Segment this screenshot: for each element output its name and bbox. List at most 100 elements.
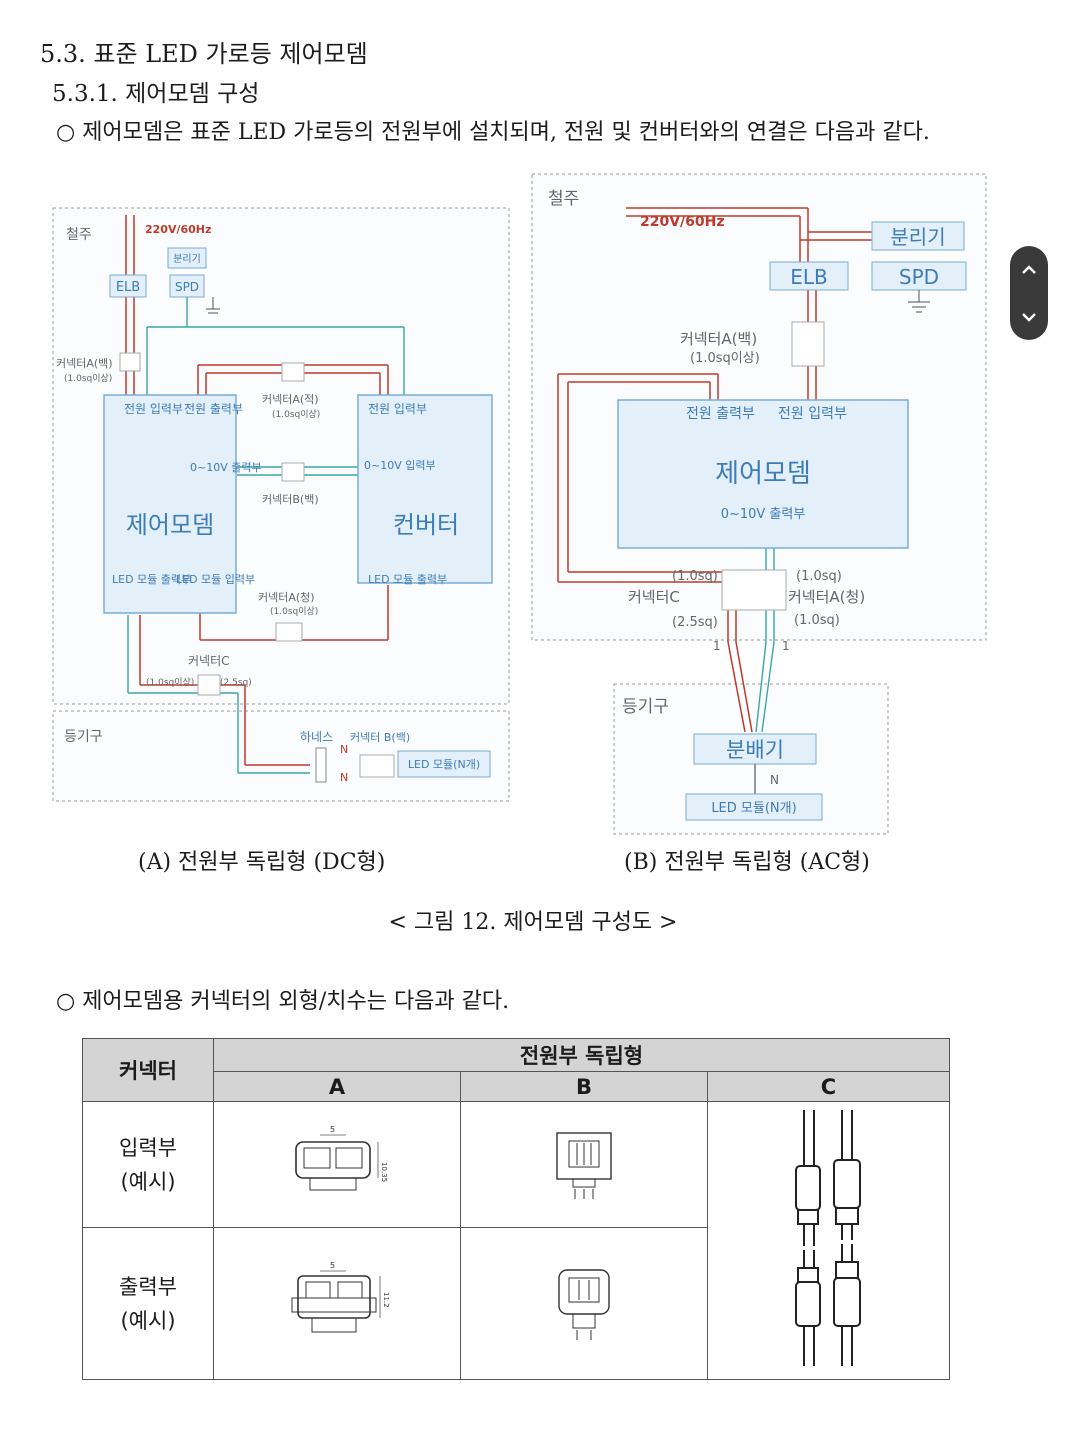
modem-0-10v-out: 0~10V 출력부 [721, 507, 806, 522]
row-sub: (예시) [120, 1308, 176, 1333]
harness-conn-label: 커넥터 B(백) [350, 731, 410, 744]
conv-title: 컨버터 [393, 511, 459, 539]
modem-led-out: LED 모듈 출력부 [112, 573, 191, 586]
elb-label: ELB [116, 280, 140, 295]
modem-power-in: 전원 입력부 [778, 406, 847, 422]
figure-caption: < 그림 12. 제어모뎀 구성도 > [388, 910, 678, 935]
row-label-output: 출력부 (예시) [82, 1227, 214, 1380]
mark-1-left: 1 [713, 639, 721, 653]
conn-a-white-spec: (1.0sq이상) [64, 373, 112, 384]
separator-label: 분리기 [173, 253, 201, 265]
col-header-connector: 커넥터 [82, 1038, 214, 1102]
spd-box [871, 261, 967, 291]
diagram-b: 철주 220V/60Hz ELB 분리기 SPD 커넥터A(백) (1.0sq이… [531, 173, 987, 835]
scroll-up-button[interactable] [1010, 246, 1048, 293]
conn-a-blue-label: 커넥터A(청) [788, 588, 865, 606]
conn-a-blue-label: 커넥터A(청) [258, 591, 315, 604]
modem-box [103, 394, 237, 614]
modem-box [617, 399, 909, 549]
modem-power-out: 전원 출력부 [686, 406, 755, 422]
distributor-box [693, 733, 817, 765]
row-label-input: 입력부 (예시) [82, 1101, 214, 1228]
connector-paragraph: ○ 제어모뎀용 커넥터의 외형/치수는 다음과 같다. [56, 989, 510, 1014]
col-header-a: A [213, 1071, 461, 1102]
conn-a-white-label: 커넥터A(백) [56, 357, 113, 370]
dim-height: 10.35 [380, 1162, 388, 1182]
modem-title: 제어모뎀 [715, 459, 811, 489]
connector-table: 커넥터 전원부 독립형 A B C 입력부 (예시) 5 10.35 [82, 1038, 950, 1380]
n-mark-bottom: N [340, 771, 348, 784]
conn-a-blue-spec2: (1.0sq) [794, 613, 840, 628]
group-header: 전원부 독립형 [213, 1038, 950, 1072]
led-module-box [397, 750, 491, 778]
col-header-c: C [707, 1071, 950, 1102]
conv-0-10v-in: 0~10V 입력부 [364, 459, 436, 472]
scroll-down-button[interactable] [1010, 293, 1048, 340]
conn-a-blue-spec: (1.0sq이상) [270, 606, 318, 617]
led-module-box [685, 793, 823, 821]
led-module-label: LED 모듈(N개) [408, 758, 480, 771]
modem-power-out: 전원 출력부 [184, 402, 243, 416]
connector-b-output-drawing [558, 1269, 610, 1340]
cell-c [707, 1101, 950, 1380]
dim-height: 11.2 [382, 1292, 390, 1308]
lamp-label: 등기구 [622, 697, 669, 717]
modem-power-in: 전원 입력부 [124, 402, 183, 416]
lamp-label: 등기구 [64, 729, 103, 745]
conn-c-spec2: (2.5sq) [672, 615, 718, 630]
conv-led-out: LED 모듈 출력부 [368, 573, 447, 586]
dim-width: 5 [330, 1261, 335, 1270]
modem-title: 제어모뎀 [126, 511, 214, 539]
led-module-label: LED 모듈(N개) [711, 801, 796, 816]
separator-box [167, 247, 207, 269]
mark-1-right: 1 [782, 639, 790, 653]
separator-label: 분리기 [890, 225, 945, 249]
connector-a-output-drawing: 5 11.2 [291, 1261, 390, 1333]
spd-box [169, 274, 205, 298]
conn-c-spec1: (1.0sq이상) [146, 677, 194, 688]
cell-a-output: 5 11.2 [213, 1227, 461, 1380]
cell-b-output [460, 1227, 708, 1380]
chevron-up-icon [1022, 264, 1036, 274]
col-header-b: B [460, 1071, 708, 1102]
subsection-heading: 5.3.1. 제어모뎀 구성 [52, 81, 260, 107]
converter-box [357, 394, 493, 584]
chevron-down-icon [1022, 312, 1036, 322]
n-mark: N [770, 773, 779, 787]
section-heading: 5.3. 표준 LED 가로등 제어모뎀 [40, 40, 368, 68]
pole-label: 철주 [548, 189, 579, 209]
conn-a-red-label: 커넥터A(적) [262, 393, 319, 406]
elb-box [769, 261, 849, 291]
separator-box [871, 221, 965, 251]
row-sub: (예시) [120, 1169, 176, 1194]
power-label: 220V/60Hz [145, 223, 211, 236]
page-scroll-control[interactable] [1010, 246, 1048, 340]
power-label: 220V/60Hz [640, 214, 725, 230]
spd-label: SPD [175, 280, 199, 294]
caption-a: (A) 전원부 독립형 (DC형) [138, 850, 386, 875]
distributor-label: 분배기 [726, 738, 784, 762]
pole-label: 철주 [66, 227, 92, 243]
intro-paragraph: ○ 제어모뎀은 표준 LED 가로등의 전원부에 설치되며, 전원 및 컨버터와… [56, 120, 930, 145]
cell-b-input [460, 1101, 708, 1228]
conn-a-white-label: 커넥터A(백) [680, 330, 757, 348]
conn-c-spec1: (1.0sq) [672, 569, 718, 584]
row-label: 출력부 [119, 1274, 177, 1299]
caption-b: (B) 전원부 독립형 (AC형) [624, 850, 870, 875]
connector-c-drawing [794, 1110, 861, 1366]
conv-power-in: 전원 입력부 [368, 402, 427, 416]
modem-led-in: LED 모듈 입력부 [176, 573, 255, 586]
conn-b-white-label: 커넥터B(백) [262, 493, 319, 506]
conn-c-spec2: (2.5sq) [220, 678, 252, 688]
cell-a-input: 5 10.35 [213, 1101, 461, 1228]
conn-c-label: 커넥터C [188, 654, 230, 668]
conn-c-label: 커넥터C [628, 588, 680, 606]
conn-a-white-spec: (1.0sq이상) [690, 351, 760, 366]
connector-a-input-drawing: 5 10.35 [295, 1125, 388, 1191]
elb-box [109, 274, 147, 298]
n-mark-top: N [340, 743, 348, 756]
connector-b-input-drawing [556, 1132, 612, 1199]
dim-width: 5 [330, 1125, 335, 1134]
conn-a-red-spec: (1.0sq이상) [272, 409, 320, 420]
diagram-a: 철주 220V/60Hz ELB SPD 분리기 커넥터A(백) (1.0sq이… [52, 207, 510, 802]
